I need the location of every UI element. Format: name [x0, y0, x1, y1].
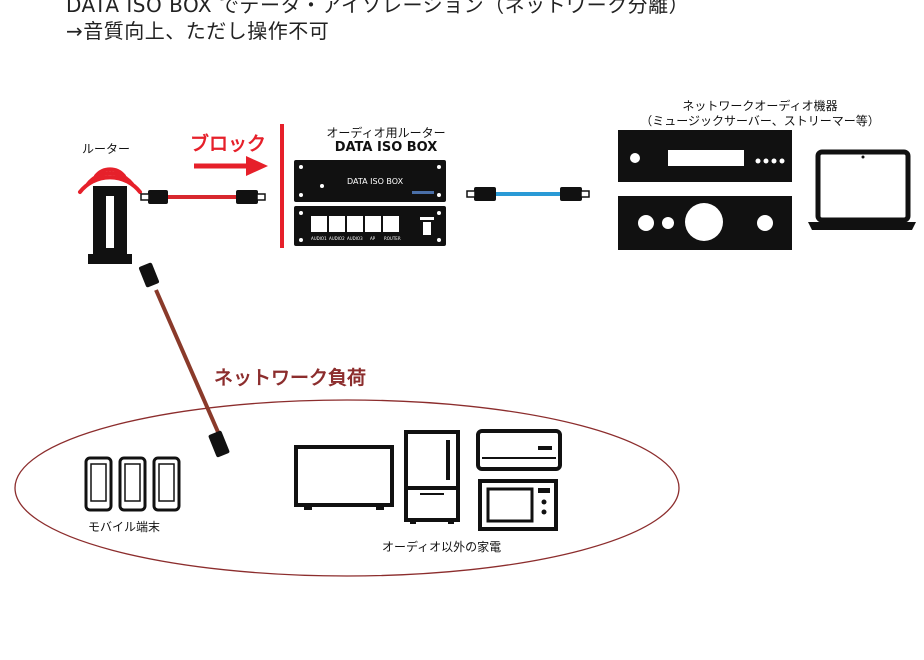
- port-label: AUDIO2: [329, 236, 345, 241]
- microwave-icon: [478, 479, 558, 531]
- household-ellipse: [14, 399, 680, 577]
- block-label: ブロック: [190, 133, 267, 155]
- amplifier-icon: [618, 196, 792, 250]
- streamer-icon: [618, 130, 792, 182]
- appliances-label: オーディオ以外の家電: [382, 540, 502, 554]
- air-conditioner-icon: [476, 429, 562, 471]
- data-iso-box-front: DATA ISO BOX: [294, 160, 446, 202]
- header-title: DATA ISO BOX でデータ・アイソレーション（ネットワーク分離）: [66, 0, 690, 17]
- router-label: ルーター: [82, 142, 131, 156]
- block-barrier: [280, 124, 284, 248]
- network-audio-title: ネットワークオーディオ機器 （ミュージックサーバー、ストリーマー等）: [620, 99, 900, 129]
- network-audio-title-line1: ネットワークオーディオ機器: [682, 99, 838, 113]
- port-label: AUDIO3: [347, 236, 363, 241]
- laptop-icon: [808, 149, 916, 230]
- data-iso-box-title: オーディオ用ルーター: [326, 126, 446, 140]
- refrigerator-icon: [404, 430, 460, 524]
- tv-icon: [294, 445, 394, 510]
- router-icon: [88, 186, 132, 264]
- mobile-label: モバイル端末: [88, 520, 161, 534]
- data-iso-box-name: DATA ISO BOX: [334, 140, 438, 155]
- network-audio-title-line2: （ミュージックサーバー、ストリーマー等）: [640, 114, 880, 128]
- audio-lan-cable: [466, 187, 590, 201]
- header: DATA ISO BOX でデータ・アイソレーション（ネットワーク分離） →音質…: [66, 0, 689, 44]
- mobile-phones-icon: [84, 456, 181, 512]
- port-label: AUDIO1: [311, 236, 327, 241]
- block-arrow-icon: [194, 156, 268, 176]
- wifi-signal-icon: [78, 167, 142, 194]
- data-iso-box-back: AUDIO1 AUDIO2 AUDIO3 AP ROUTER: [294, 206, 446, 246]
- data-iso-box-panel-label: DATA ISO BOX: [347, 177, 404, 186]
- blocked-lan-cable: [140, 190, 266, 204]
- network-load-label: ネットワーク負荷: [214, 367, 367, 389]
- header-subtitle: →音質向上、ただし操作不可: [66, 19, 330, 43]
- household-lan-cable: [138, 262, 230, 458]
- port-label: AP: [370, 236, 376, 241]
- port-label: ROUTER: [384, 236, 401, 241]
